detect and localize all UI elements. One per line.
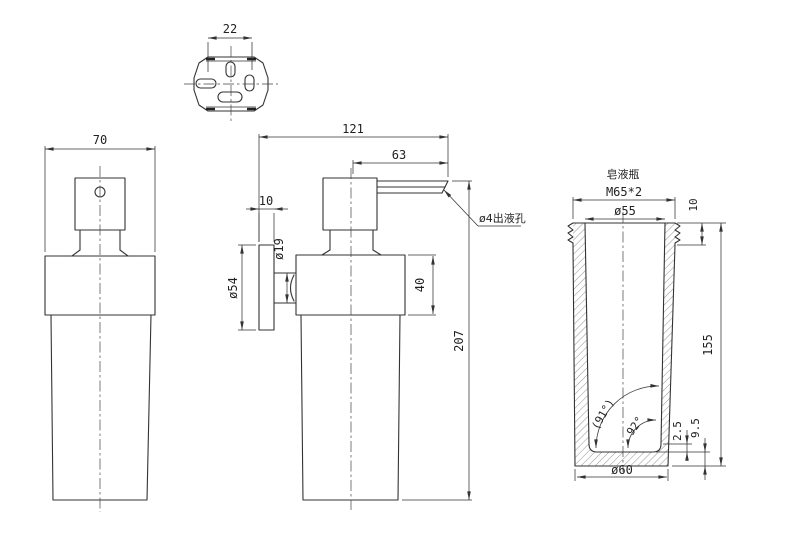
thread-profile-right bbox=[674, 222, 681, 246]
screw-slot-right bbox=[244, 74, 255, 92]
dim-d60-label: ø60 bbox=[611, 463, 633, 477]
dim-d55-label: ø55 bbox=[614, 204, 636, 218]
dim-d55: ø55 bbox=[585, 204, 665, 221]
dim-70-label: 70 bbox=[93, 133, 107, 147]
dim-121-label: 121 bbox=[342, 122, 364, 136]
dim-d19-label: ø19 bbox=[272, 238, 286, 260]
dim-d54: ø54 bbox=[226, 244, 256, 331]
dim-d19: ø19 bbox=[272, 238, 289, 303]
dim-10-plate: 10 bbox=[246, 194, 288, 242]
screw-slot-bottom bbox=[217, 91, 243, 103]
dim-d60: ø60 bbox=[574, 463, 669, 481]
bracket-outline bbox=[193, 56, 269, 112]
screw-slot-left bbox=[195, 78, 217, 89]
dim-10-thread-label: 10 bbox=[687, 198, 700, 211]
holder-body-side bbox=[295, 254, 406, 316]
dim-thread: M65*2 bbox=[572, 185, 676, 219]
dispenser-side-view: 121 63 10 ø54 ø19 40 bbox=[226, 122, 526, 510]
dim-70: 70 bbox=[44, 133, 156, 252]
dim-10-plate-label: 10 bbox=[259, 194, 273, 208]
dim-angle-91: (91°) bbox=[589, 384, 660, 449]
screw-slot-top bbox=[225, 61, 236, 78]
dim-207: 207 bbox=[402, 180, 472, 501]
dim-22-label: 22 bbox=[223, 22, 237, 36]
dim-angle-91-label: (91°) bbox=[589, 397, 617, 432]
dim-63: 63 bbox=[352, 148, 448, 174]
pump-head-side bbox=[322, 177, 378, 231]
outlet-leader: ø4出液孔 bbox=[443, 189, 526, 227]
bottle-side-outline bbox=[300, 314, 401, 501]
bottle-section-view: 皂液瓶 M65*2 ø55 10 155 bbox=[567, 167, 726, 481]
dim-9-5-label: 9.5 bbox=[689, 418, 702, 438]
section-title: 皂液瓶 bbox=[607, 167, 640, 181]
dim-22: 22 bbox=[207, 22, 253, 72]
wall-plate bbox=[258, 244, 275, 331]
dim-207-label: 207 bbox=[452, 330, 466, 352]
dispenser-front-view: 70 bbox=[44, 133, 156, 512]
connector-curve bbox=[289, 274, 295, 302]
bracket-top-view: 22 bbox=[184, 22, 278, 124]
dim-d54-label: ø54 bbox=[226, 277, 240, 299]
bottle-inner-wall bbox=[584, 222, 666, 453]
dim-angle-92: 92° bbox=[624, 414, 657, 449]
dim-thread-label: M65*2 bbox=[606, 185, 642, 199]
outlet-note-label: ø4出液孔 bbox=[479, 211, 526, 225]
dim-155: 155 bbox=[672, 222, 726, 467]
dim-40: 40 bbox=[408, 254, 436, 316]
bottle-front-outline bbox=[50, 314, 152, 501]
dim-9-5: 9.5 bbox=[689, 418, 707, 480]
thread-profile-left bbox=[567, 222, 574, 246]
holder-collar-front bbox=[44, 255, 156, 316]
dim-63-label: 63 bbox=[392, 148, 406, 162]
dim-2-5: 2.5 bbox=[656, 421, 710, 461]
dim-155-label: 155 bbox=[701, 334, 715, 356]
spout bbox=[376, 180, 449, 194]
dim-10-thread: 10 bbox=[677, 198, 706, 246]
dim-2-5-label: 2.5 bbox=[671, 421, 684, 441]
dim-121: 121 bbox=[258, 122, 449, 242]
dim-angle-92-label: 92° bbox=[624, 414, 646, 438]
dim-40-label: 40 bbox=[413, 278, 427, 292]
